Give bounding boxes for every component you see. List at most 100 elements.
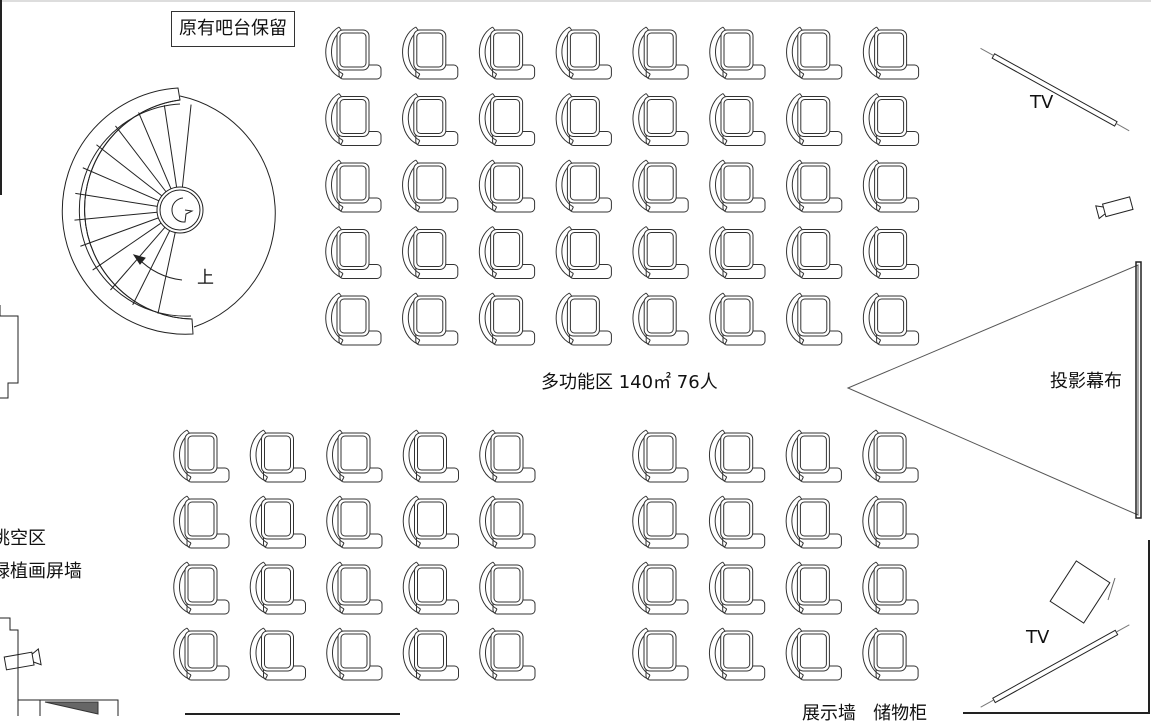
chair: [173, 429, 230, 483]
chair: [632, 26, 689, 80]
chair: [632, 429, 689, 483]
chair: [862, 495, 919, 549]
chair: [325, 159, 382, 213]
chair: [862, 429, 919, 483]
cabinet: [1049, 560, 1111, 624]
chair: [632, 226, 689, 279]
chair: [402, 495, 459, 549]
stair-tread: [115, 125, 167, 193]
chair: [632, 292, 689, 346]
chair: [632, 561, 689, 615]
chair: [708, 627, 766, 681]
chair: [862, 26, 920, 80]
chair: [786, 226, 843, 279]
chair: [786, 26, 843, 80]
chair: [249, 561, 306, 615]
chair: [786, 292, 843, 346]
chair: [402, 93, 459, 146]
stair-tread: [181, 104, 192, 188]
chair: [478, 26, 536, 80]
camera-icon: [1095, 196, 1134, 220]
chair: [249, 495, 306, 549]
spiral-staircase: [61, 87, 276, 335]
chair: [709, 159, 766, 213]
chair: [862, 93, 920, 146]
chair: [862, 292, 920, 346]
chair: [555, 292, 612, 346]
tv-top-unit: [980, 47, 1130, 132]
chair: [479, 561, 536, 615]
chair: [708, 561, 766, 615]
chair: [402, 429, 459, 483]
chair: [173, 627, 230, 681]
chair: [708, 429, 766, 483]
chair: [326, 495, 383, 549]
chair: [862, 627, 919, 681]
chair: [478, 226, 536, 279]
chair: [785, 627, 842, 681]
void-area-label: 挑空区: [0, 528, 46, 549]
chair: [479, 429, 536, 483]
projection-screen-label: 投影幕布: [1050, 371, 1122, 392]
left-pillar: [0, 305, 19, 399]
chair: [555, 26, 612, 80]
stair-tread: [157, 232, 176, 314]
main-area-label: 多功能区 140㎡ 76人: [541, 372, 718, 393]
tv-bottom-unit: [980, 624, 1130, 708]
chair: [326, 627, 383, 681]
tv-top-label: TV: [1030, 92, 1054, 113]
chair: [785, 495, 842, 549]
green-wall-label: 绿植画屏墙: [0, 561, 82, 582]
chair: [555, 226, 612, 279]
chair: [862, 561, 919, 615]
chair: [862, 226, 920, 279]
chair: [632, 159, 689, 213]
chair: [632, 627, 689, 681]
chair: [709, 226, 766, 279]
chair: [249, 627, 306, 681]
chair: [173, 495, 230, 549]
chair: [402, 561, 459, 615]
chair: [862, 159, 920, 213]
chair: [249, 429, 306, 483]
chair: [478, 292, 536, 346]
chair: [478, 159, 536, 213]
chair: [709, 292, 766, 346]
stair-tread: [82, 167, 160, 202]
chair: [402, 26, 459, 80]
chair: [632, 495, 689, 549]
chair: [785, 561, 842, 615]
stair-tread: [96, 144, 163, 197]
chair: [479, 495, 536, 549]
chair: [709, 26, 766, 80]
bottom-wall-label: 展示墙 储物柜: [802, 703, 928, 724]
chair: [478, 93, 536, 146]
tv-bottom-label: TV: [1026, 627, 1050, 648]
chair: [479, 627, 536, 681]
chair: [325, 226, 382, 279]
projection-screen: [846, 261, 1142, 519]
chair: [325, 26, 382, 80]
stair-tread: [163, 105, 178, 188]
chair: [786, 159, 843, 213]
chair: [173, 561, 230, 615]
chair: [325, 93, 382, 146]
chair: [402, 159, 459, 213]
stair-tread: [138, 112, 172, 190]
stair-tread: [80, 217, 159, 247]
chair: [785, 429, 842, 483]
chair: [402, 292, 459, 346]
stair-tread: [74, 211, 158, 221]
chair: [555, 93, 612, 146]
chair: [402, 627, 459, 681]
chair: [632, 93, 689, 146]
chair: [326, 429, 383, 483]
chair: [555, 159, 612, 213]
chair: [786, 93, 843, 146]
chair: [326, 561, 383, 615]
stairs-up-label: 上: [197, 268, 214, 288]
camera-icon: [3, 648, 42, 671]
stair-tread: [75, 192, 158, 207]
chair: [402, 226, 459, 279]
